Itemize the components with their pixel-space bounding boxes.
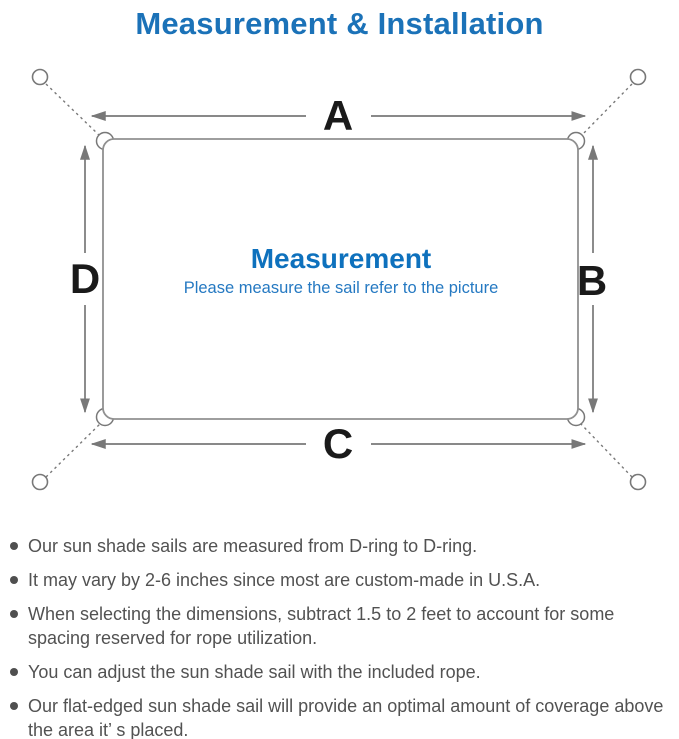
guy-line-bottom-right — [579, 422, 633, 478]
sail-rectangle — [102, 138, 579, 420]
dimension-label-b: B — [577, 257, 607, 304]
guy-line-top-left — [45, 83, 102, 138]
anchor-point-bottom-right — [629, 473, 647, 491]
list-item: When selecting the dimensions, subtract … — [10, 602, 673, 650]
guy-line-bottom-left — [45, 422, 102, 478]
anchor-point-top-left — [31, 68, 49, 86]
note-text: It may vary by 2-6 inches since most are… — [28, 570, 541, 590]
dimension-label-d: D — [70, 255, 100, 302]
bullet-icon — [10, 668, 18, 676]
anchor-point-bottom-left — [31, 473, 49, 491]
bullet-icon — [10, 576, 18, 584]
bullet-icon — [10, 702, 18, 710]
list-item: You can adjust the sun shade sail with t… — [10, 660, 673, 684]
center-heading: Measurement — [251, 243, 432, 274]
page-title: Measurement & Installation — [135, 6, 544, 41]
bullet-icon — [10, 542, 18, 550]
note-text: You can adjust the sun shade sail with t… — [28, 662, 481, 682]
guy-line-top-right — [579, 83, 633, 138]
list-item: Our flat-edged sun shade sail will provi… — [10, 694, 673, 739]
bullet-icon — [10, 610, 18, 618]
note-text: Our sun shade sails are measured from D-… — [28, 536, 478, 556]
anchor-point-top-right — [629, 68, 647, 86]
center-subheading: Please measure the sail refer to the pic… — [184, 279, 499, 297]
dimension-label-a: A — [323, 92, 353, 139]
note-text: When selecting the dimensions, subtract … — [28, 604, 615, 648]
notes-list: Our sun shade sails are measured from D-… — [0, 522, 679, 739]
note-text: Our flat-edged sun shade sail will provi… — [28, 696, 664, 739]
dimension-label-c: C — [323, 420, 353, 467]
list-item: Our sun shade sails are measured from D-… — [10, 534, 673, 558]
measurement-diagram: A C D B Measurement Please measure the s… — [31, 68, 647, 491]
list-item: It may vary by 2-6 inches since most are… — [10, 568, 673, 592]
